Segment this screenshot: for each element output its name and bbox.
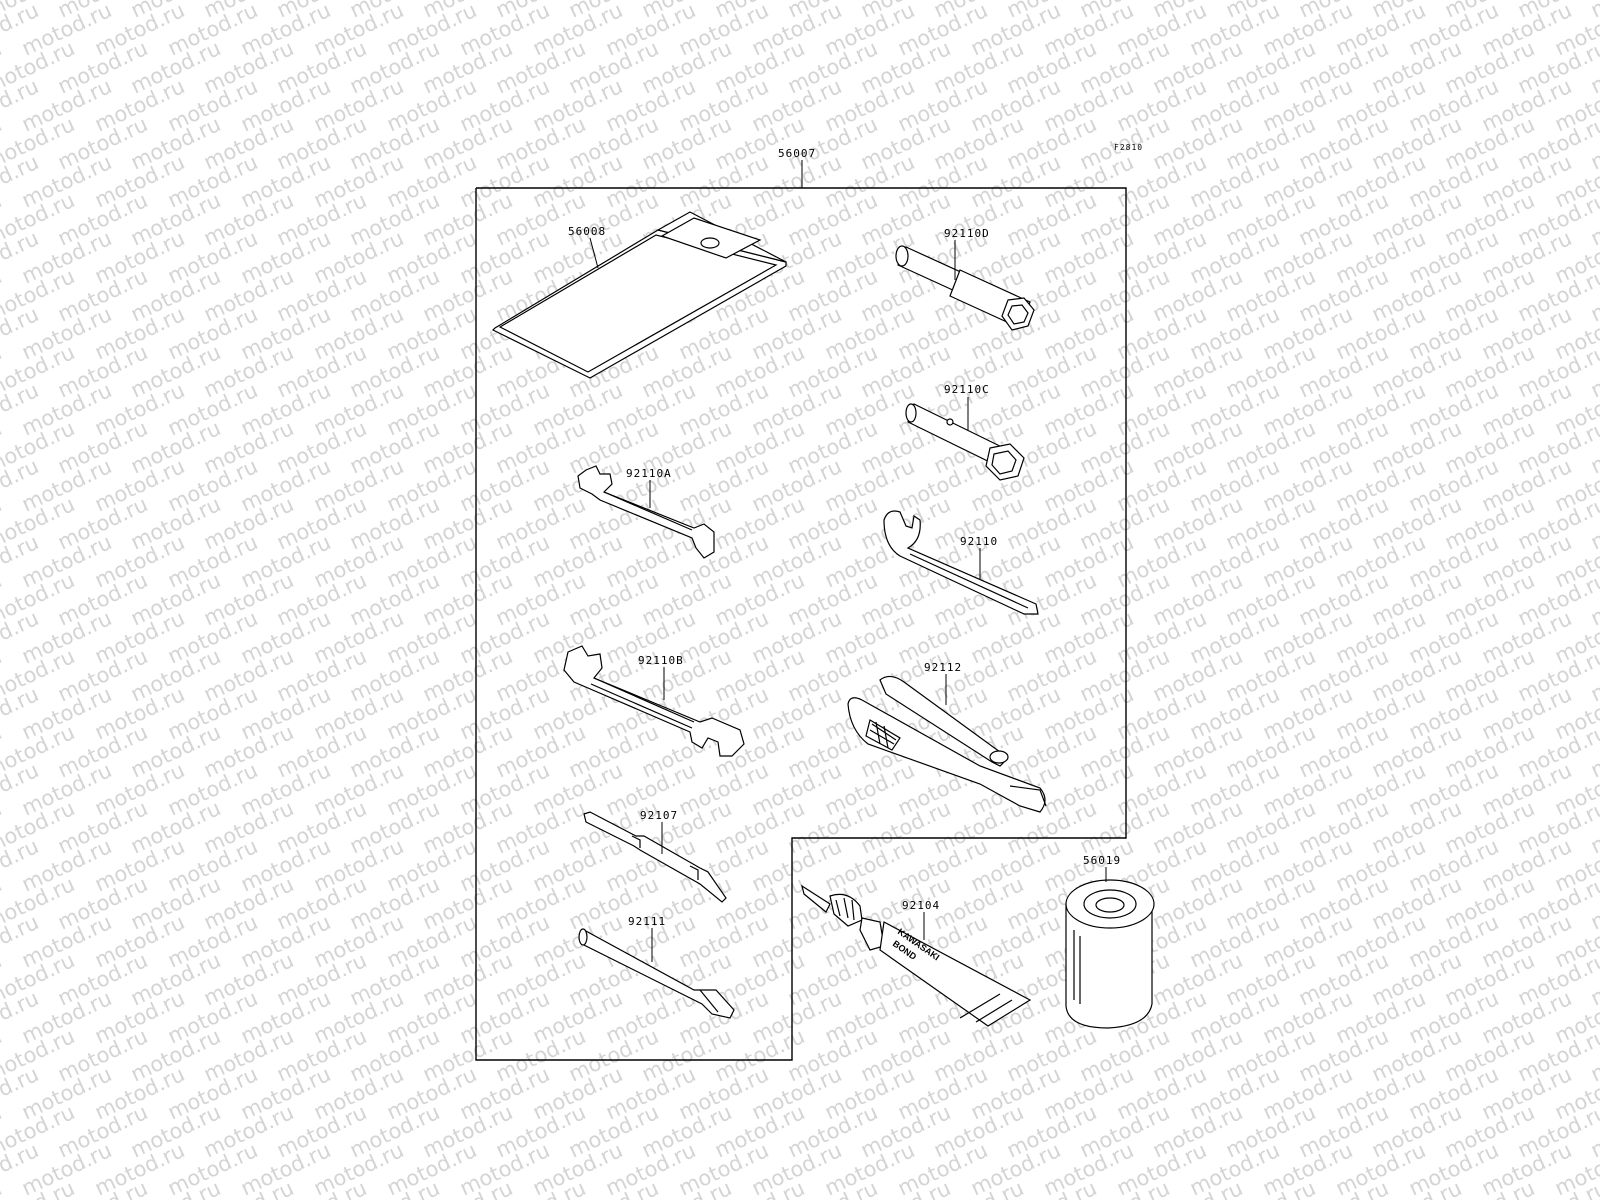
kit-label[interactable]: 56007	[778, 147, 816, 160]
part-label-92110A[interactable]: 92110A	[626, 467, 672, 480]
part-label-92110B[interactable]: 92110B	[638, 654, 684, 667]
plug-socket-wrench-icon[interactable]	[895, 245, 1035, 331]
leader-56008	[589, 237, 599, 269]
part-label-56019[interactable]: 56019	[1083, 854, 1121, 867]
figure-code: F2810	[1114, 143, 1143, 152]
tool-pouch-icon[interactable]	[491, 211, 787, 379]
pliers-icon[interactable]	[847, 675, 1047, 813]
screwdriver-icon[interactable]	[583, 811, 727, 903]
part-label-92104[interactable]: 92104	[902, 899, 940, 912]
part-label-92110C[interactable]: 92110C	[944, 383, 990, 396]
part-label-92107[interactable]: 92107	[640, 809, 678, 822]
part-label-56008[interactable]: 56008	[568, 225, 606, 238]
part-label-92111[interactable]: 92111	[628, 915, 666, 928]
box-wrench-icon[interactable]	[905, 403, 1025, 481]
handle-icon[interactable]	[578, 928, 735, 1019]
part-label-92110D[interactable]: 92110D	[944, 227, 990, 240]
hook-spanner-icon[interactable]	[883, 510, 1039, 615]
part-label-92110[interactable]: 92110	[960, 535, 998, 548]
bearing-grease-can-icon[interactable]	[1065, 879, 1155, 1029]
part-label-92112[interactable]: 92112	[924, 661, 962, 674]
